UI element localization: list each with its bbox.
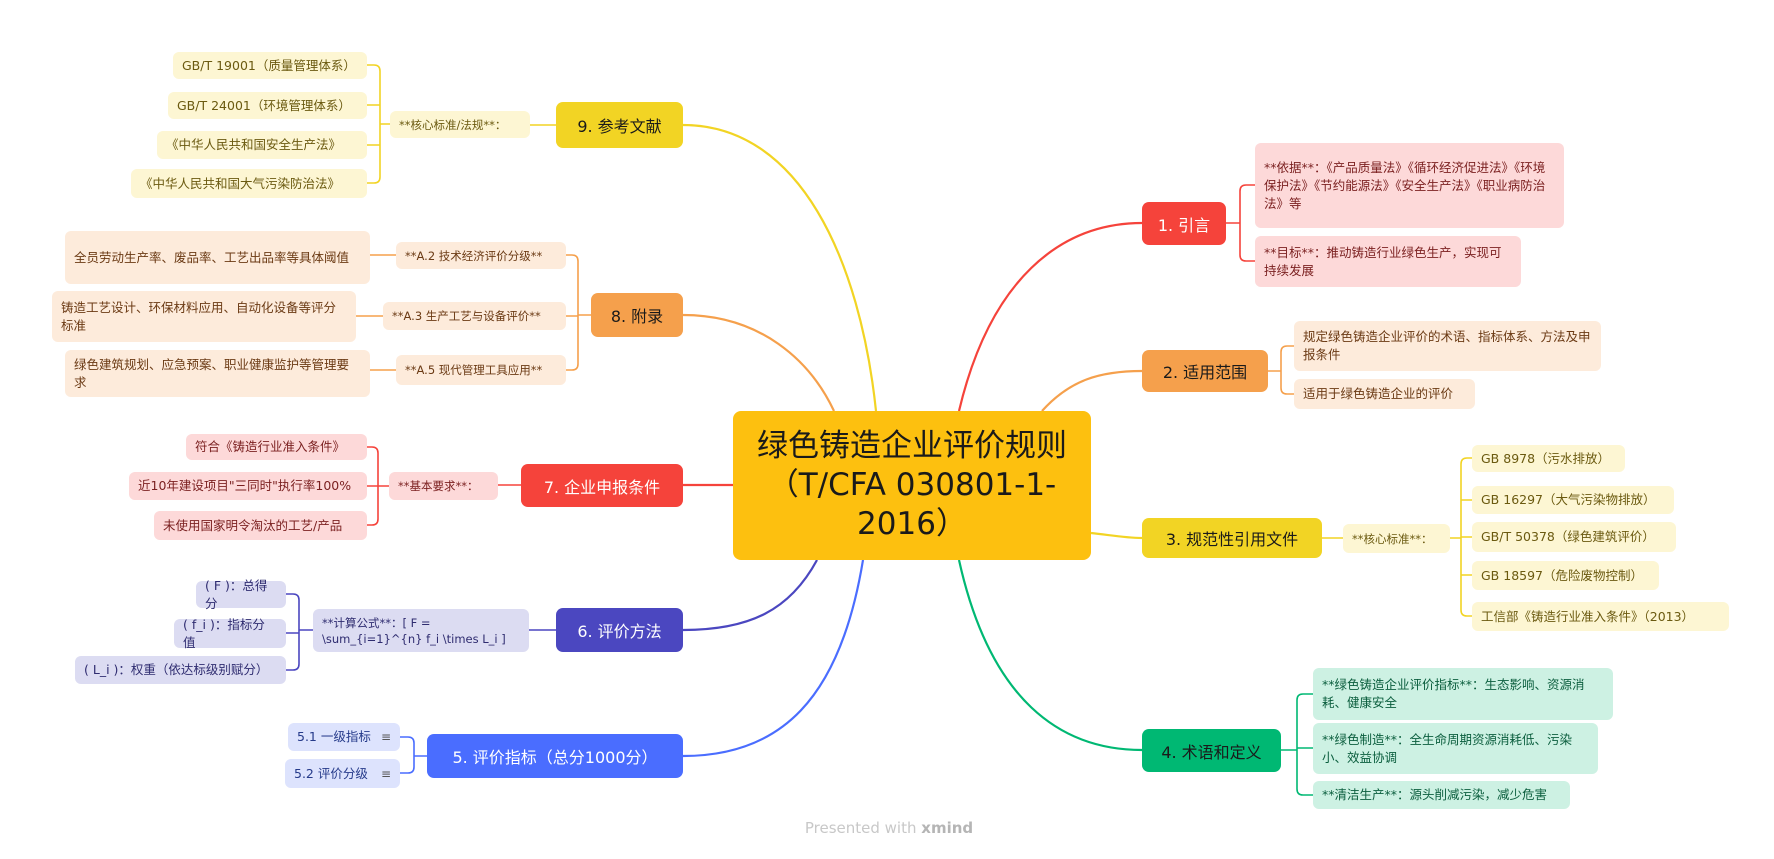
branch-terms-definitions[interactable]: 4. 术语和定义 [1142, 729, 1281, 772]
notes-icon[interactable]: ≡ [380, 766, 391, 781]
topic-reference[interactable]: GB/T 19001（质量管理体系） [173, 52, 367, 79]
topic-appendix-detail[interactable]: 绿色建筑规划、应急预案、职业健康监护等管理要求 [65, 350, 370, 397]
topic-basic-requirements[interactable]: **基本要求**： [389, 472, 498, 500]
root-title-line1: 绿色铸造企业评价规则 [757, 428, 1067, 464]
topic-scope-definition[interactable]: 规定绿色铸造企业评价的术语、指标体系、方法及申报条件 [1294, 321, 1601, 371]
topic-appendix-detail[interactable]: 铸造工艺设计、环保材料应用、自动化设备等评分标准 [52, 291, 356, 342]
topic-requirement[interactable]: 未使用国家明令淘汰的工艺/产品 [154, 511, 367, 540]
topic-reference[interactable]: 《中华人民共和国大气污染防治法》 [131, 169, 367, 198]
topic-appendix-a3[interactable]: **A.3 生产工艺与设备评价** [383, 302, 566, 330]
topic-appendix-a2[interactable]: **A.2 技术经济评价分级** [396, 242, 566, 269]
topic-evaluation-grading[interactable]: 5.2 评价分级 ≡ [285, 759, 400, 788]
footer-credit: Presented with xmind [789, 819, 989, 837]
topic-reference[interactable]: 《中华人民共和国安全生产法》 [157, 131, 367, 159]
footer-prefix: Presented with [804, 819, 917, 837]
topic-standard[interactable]: 工信部《铸造行业准入条件》（2013） [1472, 602, 1729, 631]
topic-standard[interactable]: GB 16297（大气污染物排放） [1472, 486, 1674, 514]
branch-normative-references[interactable]: 3. 规范性引用文件 [1142, 518, 1322, 558]
branch-references[interactable]: 9. 参考文献 [556, 102, 683, 148]
root-topic[interactable]: 绿色铸造企业评价规则 （T/CFA 030801-1- 2016） [733, 411, 1091, 560]
topic-term[interactable]: **绿色铸造企业评价指标**：生态影响、资源消耗、健康安全 [1313, 668, 1613, 720]
topic-term[interactable]: **绿色制造**：全生命周期资源消耗低、污染小、效益协调 [1313, 723, 1598, 774]
topic-core-standards-laws[interactable]: **核心标准/法规**： [390, 111, 530, 138]
topic-appendix-a5[interactable]: **A.5 现代管理工具应用** [396, 355, 566, 385]
topic-label: 5.2 评价分级 [294, 765, 368, 781]
topic-formula-term[interactable]: ( F )：总得分 [196, 578, 286, 611]
branch-evaluation-indicators[interactable]: 5. 评价指标（总分1000分） [427, 734, 683, 778]
branch-appendix[interactable]: 8. 附录 [591, 293, 683, 337]
topic-basis[interactable]: **依据**：《产品质量法》《循环经济促进法》《环境保护法》《节约能源法》《安全… [1255, 143, 1564, 228]
topic-formula[interactable]: **计算公式**：[ F = \sum_{i=1}^{n} f_i \times… [313, 609, 529, 652]
topic-reference[interactable]: GB/T 24001（环境管理体系） [168, 92, 367, 119]
topic-label: 5.1 一级指标 [297, 729, 371, 744]
topic-formula-term[interactable]: ( f_i )：指标分值 [174, 617, 286, 650]
topic-standard[interactable]: GB 8978（污水排放） [1472, 445, 1625, 472]
branch-application-conditions[interactable]: 7. 企业申报条件 [521, 464, 683, 507]
topic-requirement[interactable]: 符合《铸造行业准入条件》 [186, 434, 367, 460]
root-title-line2: （T/CFA 030801-1- [767, 467, 1057, 503]
notes-icon[interactable]: ≡ [380, 730, 391, 744]
topic-requirement[interactable]: 近10年建设项目"三同时"执行率100% [129, 472, 367, 500]
topic-standard[interactable]: GB 18597（危险废物控制） [1472, 561, 1659, 590]
topic-term[interactable]: **清洁生产**：源头削减污染，减少危害 [1313, 781, 1570, 809]
branch-evaluation-method[interactable]: 6. 评价方法 [556, 608, 683, 652]
topic-appendix-detail[interactable]: 全员劳动生产率、废品率、工艺出品率等具体阈值 [65, 231, 370, 284]
xmind-logo: xmind [921, 819, 974, 837]
topic-level1-indicators[interactable]: 5.1 一级指标 ≡ [288, 723, 400, 751]
topic-goal[interactable]: **目标**：推动铸造行业绿色生产，实现可持续发展 [1255, 236, 1521, 287]
topic-standard[interactable]: GB/T 50378（绿色建筑评价） [1472, 522, 1676, 552]
branch-scope[interactable]: 2. 适用范围 [1142, 350, 1268, 392]
topic-core-standards[interactable]: **核心标准**： [1343, 524, 1450, 553]
root-title-line3: 2016） [857, 506, 967, 542]
topic-scope-applicability[interactable]: 适用于绿色铸造企业的评价 [1294, 379, 1475, 409]
branch-introduction[interactable]: 1. 引言 [1142, 202, 1226, 245]
topic-formula-term[interactable]: ( L_i )：权重（依达标级别赋分） [75, 656, 286, 684]
